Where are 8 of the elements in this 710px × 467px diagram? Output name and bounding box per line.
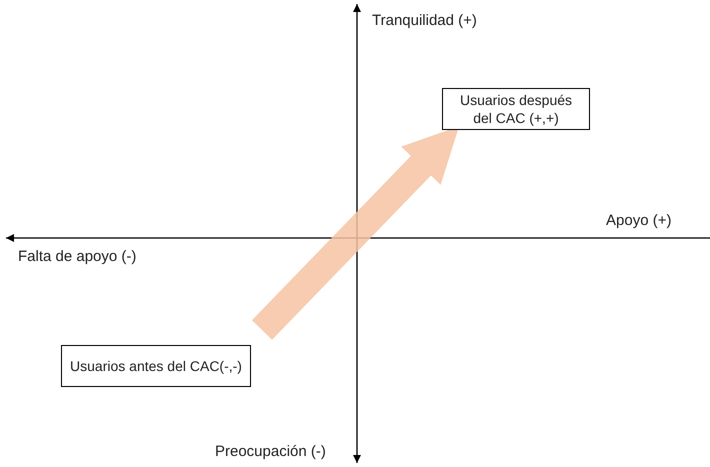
axis-label: Apoyo (+) xyxy=(606,212,672,229)
axis-label: Preocupación (-) xyxy=(215,443,326,460)
text-box xyxy=(442,88,590,130)
axis-label: Tranquilidad (+) xyxy=(372,12,477,29)
text-box xyxy=(61,345,251,387)
axis-label: Falta de apoyo (-) xyxy=(18,248,136,265)
box-text: Usuarios después del CAC (+,+) xyxy=(458,91,574,127)
box-text: Usuarios antes del CAC(-,-) xyxy=(70,357,242,375)
